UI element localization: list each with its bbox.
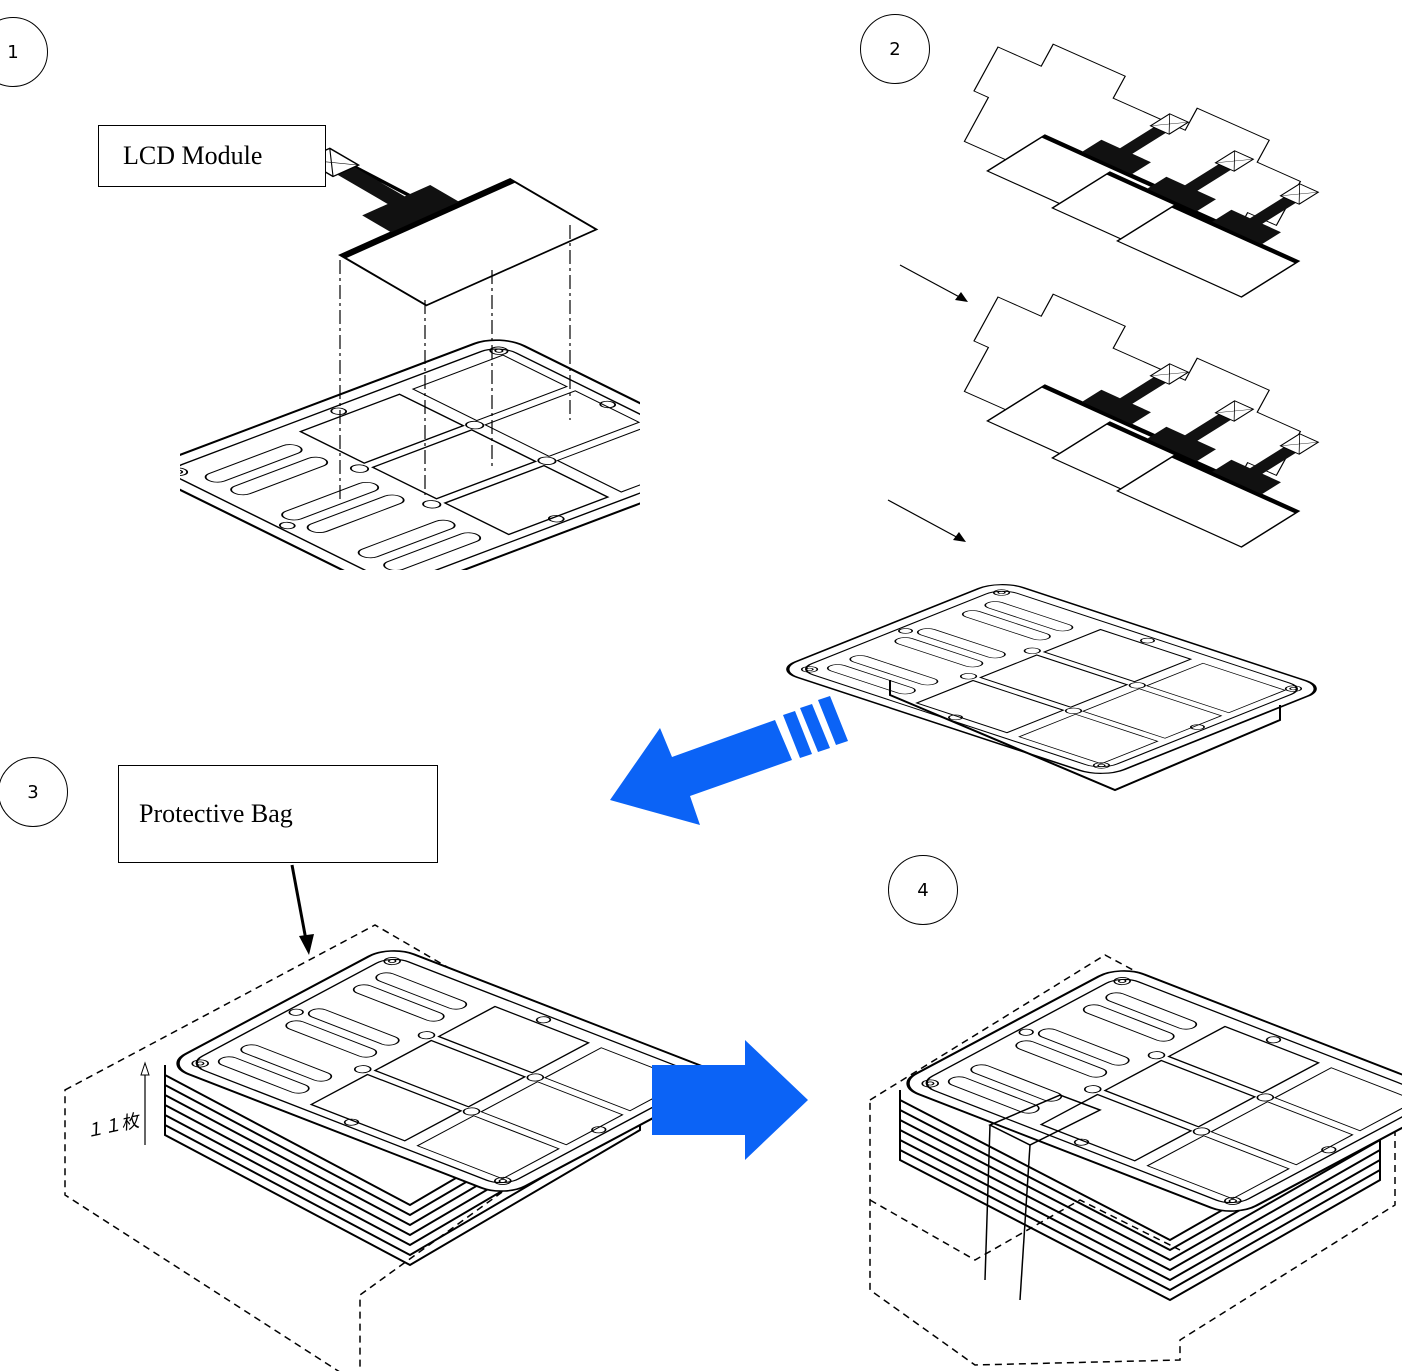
protective-bag-label: Protective Bag xyxy=(139,799,293,828)
lcd-module-callout: LCD Module xyxy=(98,125,326,187)
step-4-marker: 4 xyxy=(888,855,958,925)
step-2-marker: 2 xyxy=(860,14,930,84)
lcd-module-label: LCD Module xyxy=(123,141,263,170)
step-3-marker: 3 xyxy=(0,757,68,827)
protective-bag-callout: Protective Bag xyxy=(118,765,438,863)
